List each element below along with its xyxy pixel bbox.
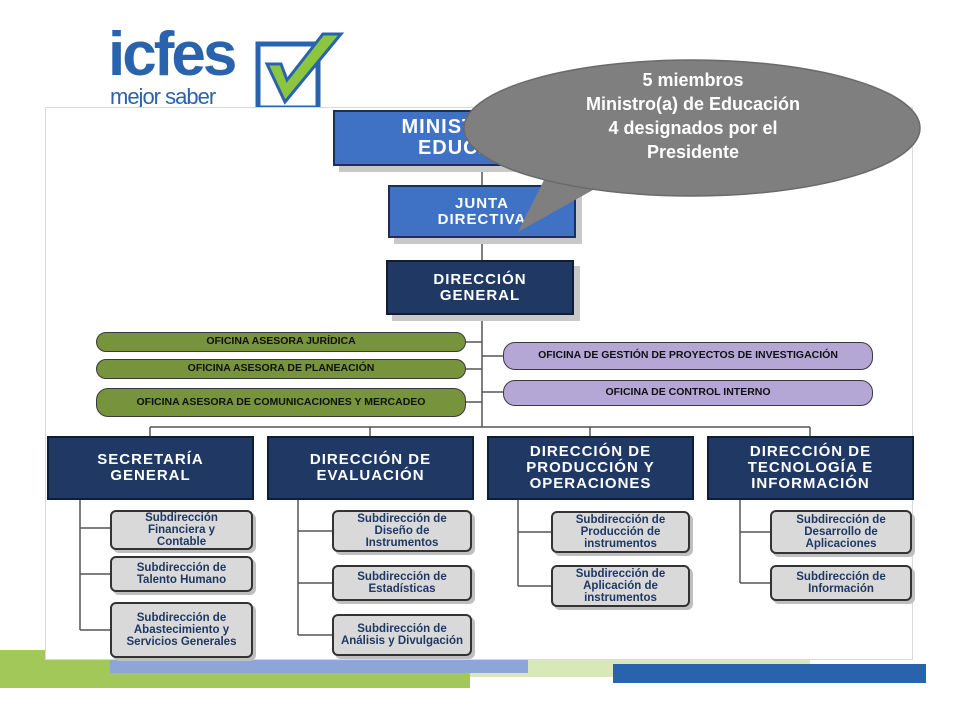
sub-financiera: Subdirección Financiera y Contable: [110, 510, 253, 550]
sub-analisis-label: Subdirección de Análisis y Divulgación: [340, 622, 464, 647]
sub-analisis-divulgacion: Subdirección de Análisis y Divulgación: [332, 614, 472, 656]
sub-abastecimiento-label: Subdirección de Abastecimiento y Servici…: [126, 611, 237, 649]
direccion-tecnologia-label: DIRECCIÓN DE TECNOLOGÍA E INFORMACIÓN: [747, 443, 874, 492]
office-comunicaciones: OFICINA ASESORA DE COMUNICACIONES Y MERC…: [96, 388, 466, 417]
sub-financiera-label: Subdirección Financiera y Contable: [145, 511, 218, 549]
decor-bar-periwinkle: [110, 659, 528, 673]
sub-estadisticas-label: Subdirección de Estadísticas: [357, 570, 447, 595]
junta-directiva-label: JUNTA DIRECTIVA: [437, 194, 527, 228]
office-planeacion-label: OFICINA ASESORA DE PLANEACIÓN: [187, 362, 375, 375]
callout-line-3: 4 designados por el: [608, 118, 778, 138]
direccion-evaluacion-label: DIRECCIÓN DE EVALUACIÓN: [309, 451, 432, 484]
sub-desarrollo-label: Subdirección de Desarrollo de Aplicacion…: [796, 513, 886, 551]
decor-bar-blue: [613, 664, 926, 683]
sub-produccion-instrumentos: Subdirección de Producción de instrument…: [551, 511, 690, 553]
sub-produccion-label: Subdirección de Producción de instrument…: [575, 513, 666, 551]
sub-informacion-label: Subdirección de Información: [796, 570, 886, 595]
office-control-interno: OFICINA DE CONTROL INTERNO: [503, 380, 873, 406]
checkmark-logo-icon: [255, 32, 345, 111]
sub-desarrollo-aplicaciones: Subdirección de Desarrollo de Aplicacion…: [770, 510, 912, 554]
office-proyectos-investigacion: OFICINA DE GESTIÓN DE PROYECTOS DE INVES…: [503, 342, 873, 370]
direccion-produccion-box: DIRECCIÓN DE PRODUCCIÓN Y OPERACIONES: [487, 436, 694, 500]
direccion-general-label: DIRECCIÓN GENERAL: [433, 270, 527, 304]
callout-text: 5 miembros Ministro(a) de Educación 4 de…: [488, 68, 898, 164]
sub-diseno-label: Subdirección de Diseño de Instrumentos: [357, 512, 447, 550]
office-comunicaciones-label: OFICINA ASESORA DE COMUNICACIONES Y MERC…: [136, 395, 426, 408]
direccion-tecnologia-box: DIRECCIÓN DE TECNOLOGÍA E INFORMACIÓN: [707, 436, 914, 500]
callout-line-4: Presidente: [646, 142, 740, 162]
sub-estadisticas: Subdirección de Estadísticas: [332, 565, 472, 601]
direccion-produccion-label: DIRECCIÓN DE PRODUCCIÓN Y OPERACIONES: [526, 443, 655, 492]
callout-line-2: Ministro(a) de Educación: [585, 94, 801, 114]
callout-line-1: 5 miembros: [642, 70, 744, 90]
logo-wordmark: icfes: [108, 20, 237, 89]
sub-talento-label: Subdirección de Talento Humano: [136, 561, 227, 586]
office-juridica: OFICINA ASESORA JURÍDICA: [96, 332, 466, 352]
sub-informacion: Subdirección de Información: [770, 565, 912, 601]
sub-diseno-instrumentos: Subdirección de Diseño de Instrumentos: [332, 510, 472, 552]
sub-aplicacion-instrumentos: Subdirección de Aplicación de instrument…: [551, 565, 690, 607]
secretaria-general-box: SECRETARÍA GENERAL: [47, 436, 254, 500]
office-juridica-label: OFICINA ASESORA JURÍDICA: [206, 335, 356, 348]
office-proyectos-label: OFICINA DE GESTIÓN DE PROYECTOS DE INVES…: [538, 349, 838, 362]
office-planeacion: OFICINA ASESORA DE PLANEACIÓN: [96, 359, 466, 379]
sub-aplicacion-label: Subdirección de Aplicación de instrument…: [575, 567, 666, 605]
sub-abastecimiento: Subdirección de Abastecimiento y Servici…: [110, 602, 253, 658]
direccion-evaluacion-box: DIRECCIÓN DE EVALUACIÓN: [267, 436, 474, 500]
office-control-label: OFICINA DE CONTROL INTERNO: [605, 386, 771, 399]
sub-talento-humano: Subdirección de Talento Humano: [110, 556, 253, 592]
secretaria-general-label: SECRETARÍA GENERAL: [97, 451, 204, 484]
logo-tagline: mejor saber: [110, 84, 216, 109]
direccion-general-box: DIRECCIÓN GENERAL: [386, 260, 574, 315]
